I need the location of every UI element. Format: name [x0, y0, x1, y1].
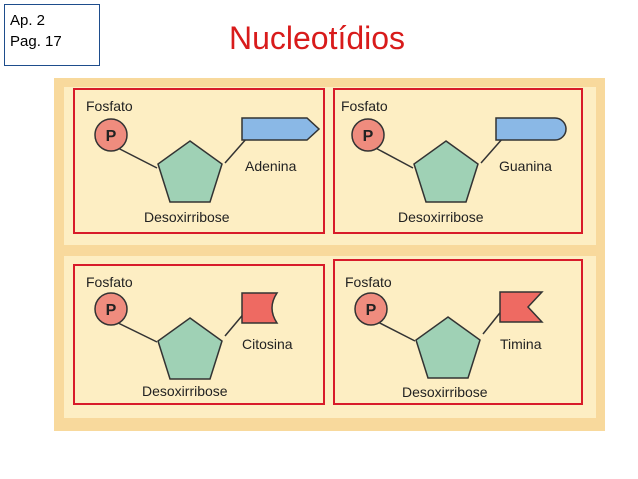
- phosphate-circle-icon: [94, 118, 128, 152]
- nucleotide-diagram-guanina: P Fosfato Desoxirribose Guanina: [341, 98, 567, 225]
- page-title: Nucleotídios: [228, 20, 406, 56]
- pentagon-sugar-icon: [157, 140, 223, 203]
- pentagon-sugar-icon: [415, 316, 481, 379]
- phosphate-label: Fosfato: [345, 274, 392, 290]
- phosphate-circle-icon: [351, 118, 385, 152]
- figure-band-bottom: [64, 256, 596, 418]
- sugar-label: Desoxirribose: [144, 209, 230, 225]
- sugar-label: Desoxirribose: [398, 209, 484, 225]
- base-label: Citosina: [242, 336, 293, 352]
- nucleotide-diagram-adenina: P Fosfato Desoxirribose Adenina: [86, 98, 321, 225]
- bond-line: [224, 137, 248, 164]
- phosphate-label: Fosfato: [341, 98, 388, 114]
- phosphate-circle-icon: [94, 292, 128, 326]
- phosphate-label: Fosfato: [86, 98, 133, 114]
- reference-line-2: Pag. 17: [10, 33, 62, 50]
- nucleotide-panel-guanina: P Fosfato Desoxirribose Guanina: [333, 88, 583, 234]
- nucleotide-panel-adenina: P Fosfato Desoxirribose Adenina: [73, 88, 325, 234]
- base-label: Adenina: [245, 158, 297, 174]
- page-reference-box: Ap. 2 Pag. 17: [4, 4, 100, 66]
- pentagon-sugar-icon: [157, 317, 223, 380]
- pentagon-sugar-icon: [413, 140, 479, 203]
- sugar-label: Desoxirribose: [402, 384, 488, 400]
- phosphate-symbol: P: [106, 302, 117, 319]
- phosphate-symbol: P: [366, 302, 377, 319]
- reference-line-1: Ap. 2: [10, 12, 46, 29]
- rounded-tab-icon: [495, 117, 567, 141]
- sugar-label: Desoxirribose: [142, 383, 228, 399]
- nucleotide-panel-timina: P Fosfato Desoxirribose Timina: [333, 259, 583, 405]
- phosphate-circle-icon: [354, 292, 388, 326]
- notched-flag-icon: [499, 291, 544, 323]
- phosphate-symbol: P: [106, 128, 117, 145]
- nucleotide-diagram-citosina: P Fosfato Desoxirribose Citosina: [86, 274, 293, 399]
- concave-flag-icon: [241, 292, 279, 324]
- nucleotide-diagram-timina: P Fosfato Desoxirribose Timina: [345, 274, 544, 400]
- base-label: Timina: [500, 336, 542, 352]
- phosphate-label: Fosfato: [86, 274, 133, 290]
- nucleotide-figure: P Fosfato Desoxirribose Adenina P Fosfat…: [54, 78, 605, 431]
- bond-line: [111, 319, 158, 343]
- pointed-tab-icon: [241, 117, 321, 141]
- bond-line: [480, 137, 504, 164]
- base-label: Guanina: [499, 158, 552, 174]
- nucleotide-panel-citosina: P Fosfato Desoxirribose Citosina: [73, 264, 325, 405]
- phosphate-symbol: P: [363, 128, 374, 145]
